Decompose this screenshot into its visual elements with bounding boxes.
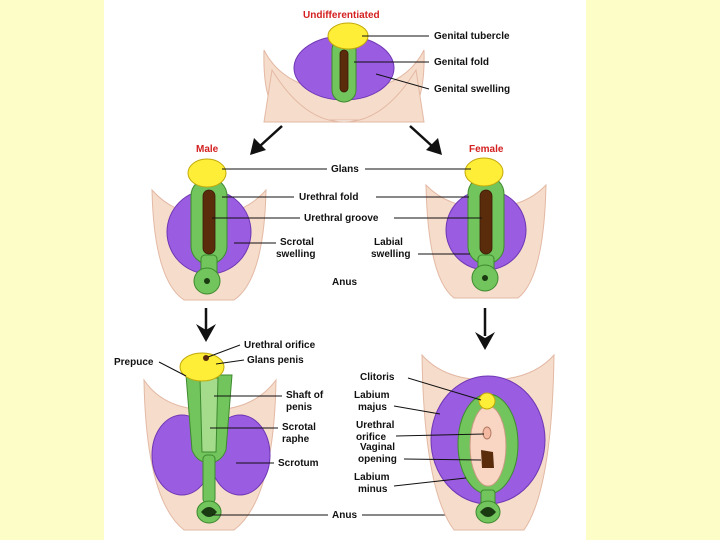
label-genital-fold: Genital fold <box>434 57 489 68</box>
label-scrotal-raphe-2: raphe <box>282 434 310 445</box>
label-labium-minus-1: Labium <box>354 472 390 483</box>
arrow-to-female <box>409 125 442 155</box>
label-labium-majus-2: majus <box>358 402 387 413</box>
label-vaginal-opening-1: Vaginal <box>360 442 395 453</box>
male-final-illustration <box>143 352 277 531</box>
label-urethral-orifice-female-1: Urethral <box>356 420 395 431</box>
label-urethral-fold: Urethral fold <box>299 192 358 203</box>
label-scrotal-swelling-1: Scrotal <box>280 237 314 248</box>
male-intermediate-illustration <box>151 158 267 301</box>
label-urethral-groove: Urethral groove <box>304 213 379 224</box>
label-labial-swelling-2: swelling <box>371 249 410 260</box>
label-glans-penis: Glans penis <box>247 355 304 366</box>
genital-development-diagram: Undifferentiated Genital tubercle Genita… <box>114 10 555 531</box>
label-anus-bottom: Anus <box>332 510 357 521</box>
female-final-illustration <box>421 353 555 531</box>
label-labium-majus-1: Labium <box>354 390 390 401</box>
label-glans: Glans <box>331 164 359 175</box>
label-genital-swelling: Genital swelling <box>434 84 510 95</box>
label-prepuce: Prepuce <box>114 357 154 368</box>
label-urethral-orifice-female-2: orifice <box>356 432 386 443</box>
label-genital-tubercle: Genital tubercle <box>434 31 510 42</box>
label-vaginal-opening-2: opening <box>358 454 397 465</box>
label-labial-swelling-1: Labial <box>374 237 403 248</box>
arrow-down-male <box>196 308 216 342</box>
heading-female: Female <box>469 144 504 155</box>
undifferentiated-illustration <box>263 22 425 123</box>
label-labium-minus-2: minus <box>358 484 388 495</box>
label-shaft-of-penis-1: Shaft of <box>286 390 324 401</box>
label-shaft-of-penis-2: penis <box>286 402 313 413</box>
label-clitoris: Clitoris <box>360 372 395 383</box>
heading-male: Male <box>196 144 219 155</box>
label-anus-middle: Anus <box>332 277 357 288</box>
diagram-panel: Undifferentiated Genital tubercle Genita… <box>104 0 586 540</box>
label-scrotal-raphe-1: Scrotal <box>282 422 316 433</box>
arrow-down-female <box>475 308 495 350</box>
label-urethral-orifice: Urethral orifice <box>244 340 316 351</box>
female-intermediate-illustration <box>425 157 547 299</box>
label-scrotal-swelling-2: swelling <box>276 249 315 260</box>
label-scrotum: Scrotum <box>278 458 319 469</box>
heading-undifferentiated: Undifferentiated <box>303 10 380 21</box>
arrow-to-male <box>250 125 283 155</box>
